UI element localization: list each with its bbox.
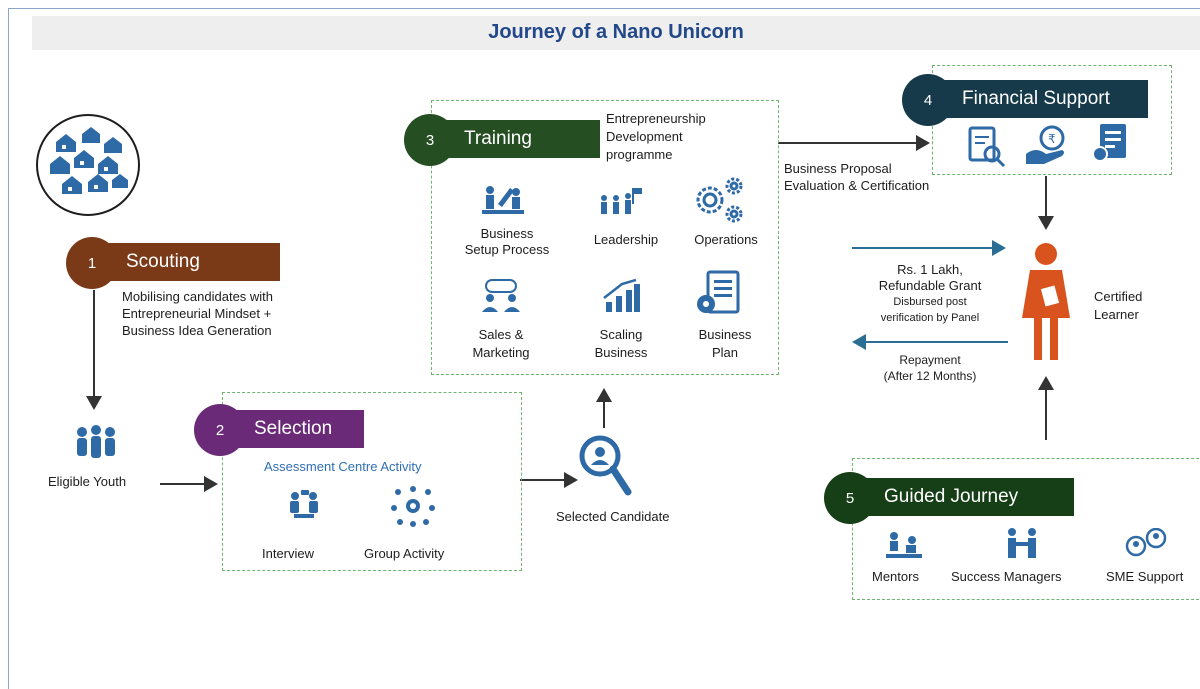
training-label: Training (464, 128, 532, 149)
scouting-label: Scouting (126, 251, 200, 272)
svg-text:₹: ₹ (1048, 132, 1056, 146)
guided-label: Guided Journey (884, 486, 1019, 507)
group-activity-label: Group Activity (364, 546, 445, 561)
certificate-document-icon (1092, 124, 1126, 162)
training-item-line: Marketing (472, 345, 530, 360)
training-description: Entrepreneurship Development programme (606, 110, 706, 164)
grant-line: Refundable Grant (878, 278, 982, 293)
success-managers-icon (1008, 528, 1036, 558)
training-item-line: Scaling (599, 327, 643, 342)
training-item-line: Business (480, 226, 534, 241)
stage-guided: Guided Journey 5 (824, 472, 1074, 524)
guided-box (852, 458, 1200, 600)
diagram-title: Journey of a Nano Unicorn (488, 21, 744, 43)
clipboard-search-icon (968, 126, 1006, 168)
training-item-line: Sales & (478, 327, 524, 342)
interview-label: Interview (262, 546, 315, 561)
training-item-label: Business Plan (670, 326, 780, 362)
title-bar: Journey of a Nano Unicorn (32, 16, 1200, 50)
training-item-line: Setup Process (464, 242, 550, 257)
selected-candidate-label: Selected Candidate (556, 509, 670, 524)
mentors-icon (886, 532, 922, 558)
training-number: 3 (404, 114, 456, 166)
stage-training: Training 3 (404, 114, 600, 166)
setup-icon (482, 186, 524, 214)
search-candidate-icon (579, 435, 632, 496)
financial-number: 4 (902, 74, 954, 126)
gears-icon (696, 177, 743, 223)
grant-line: Rs. 1 Lakh, (897, 262, 963, 277)
group-activity-icon (391, 486, 435, 527)
success-managers-label: Success Managers (951, 569, 1062, 584)
training-item-label: Leadership (576, 232, 676, 248)
guided-band: Guided Journey (846, 478, 1074, 516)
training-item-line: Business (594, 345, 648, 360)
training-item-line: Business (698, 327, 752, 342)
training-box (431, 100, 779, 375)
scouting-number: 1 (66, 237, 118, 289)
certified-learner-label: Certified Learner (1094, 288, 1142, 324)
stage-financial: Financial Support 4 (902, 74, 1148, 126)
scouting-band: Scouting (88, 243, 280, 281)
guided-number: 5 (824, 472, 876, 524)
grant-flow-label: Rs. 1 Lakh, Refundable Grant Disbursed p… (852, 262, 1008, 326)
sme-support-label: SME Support (1106, 569, 1184, 584)
youth-group-icon (77, 425, 115, 458)
learner-line: Learner (1094, 307, 1139, 322)
interview-icon (290, 490, 318, 518)
training-item-line: Plan (711, 345, 739, 360)
selection-box (222, 392, 522, 571)
sales-icon (482, 279, 520, 312)
plan-document-icon (697, 270, 740, 314)
training-desc-line: Entrepreneurship (606, 111, 706, 126)
scouting-description: Mobilising candidates with Entrepreneuri… (122, 288, 273, 339)
selection-label: Selection (254, 418, 333, 439)
scouting-desc-line: Mobilising candidates with (122, 289, 274, 304)
training-desc-line: Development (606, 129, 683, 144)
mentors-label: Mentors (872, 569, 919, 584)
scouting-desc-line: Entrepreneurial Mindset + (122, 306, 272, 321)
money-bag-hand-icon: ₹ (1026, 125, 1065, 164)
proposal-line: Evaluation & Certification (784, 178, 930, 193)
diagram-frame (8, 8, 1200, 689)
eligible-youth-label: Eligible Youth (48, 474, 127, 489)
village-houses-icon (36, 114, 140, 216)
repayment-line: (After 12 Months) (883, 369, 977, 383)
repayment-line: Repayment (899, 353, 961, 367)
growth-chart-icon (603, 278, 640, 312)
sme-support-icon (1125, 528, 1167, 557)
proposal-flow-label: Business Proposal Evaluation & Certifica… (784, 160, 929, 194)
repayment-flow-label: Repayment (After 12 Months) (852, 352, 1008, 384)
training-item-label: Operations (676, 232, 776, 248)
training-item-line: Operations (694, 232, 758, 247)
certified-learner-person-icon (1022, 243, 1070, 360)
proposal-line: Business Proposal (784, 161, 892, 176)
leadership-icon (601, 188, 642, 214)
grant-line: Disbursed post (893, 296, 967, 308)
financial-label: Financial Support (962, 88, 1110, 109)
training-item-label: Business Setup Process (452, 226, 562, 258)
training-desc-line: programme (606, 147, 673, 162)
financial-band: Financial Support (924, 80, 1148, 118)
learner-line: Certified (1094, 289, 1143, 304)
stage-scouting: Scouting 1 (66, 237, 280, 289)
selection-number: 2 (194, 404, 246, 456)
stage-selection: Selection 2 (194, 404, 364, 456)
scouting-desc-line: Business Idea Generation (122, 323, 272, 338)
training-item-line: Leadership (593, 232, 659, 247)
grant-line: verification by Panel (880, 312, 980, 324)
training-item-label: Sales & Marketing (446, 326, 556, 362)
training-item-label: Scaling Business (566, 326, 676, 362)
assessment-subtitle: Assessment Centre Activity (264, 459, 422, 474)
